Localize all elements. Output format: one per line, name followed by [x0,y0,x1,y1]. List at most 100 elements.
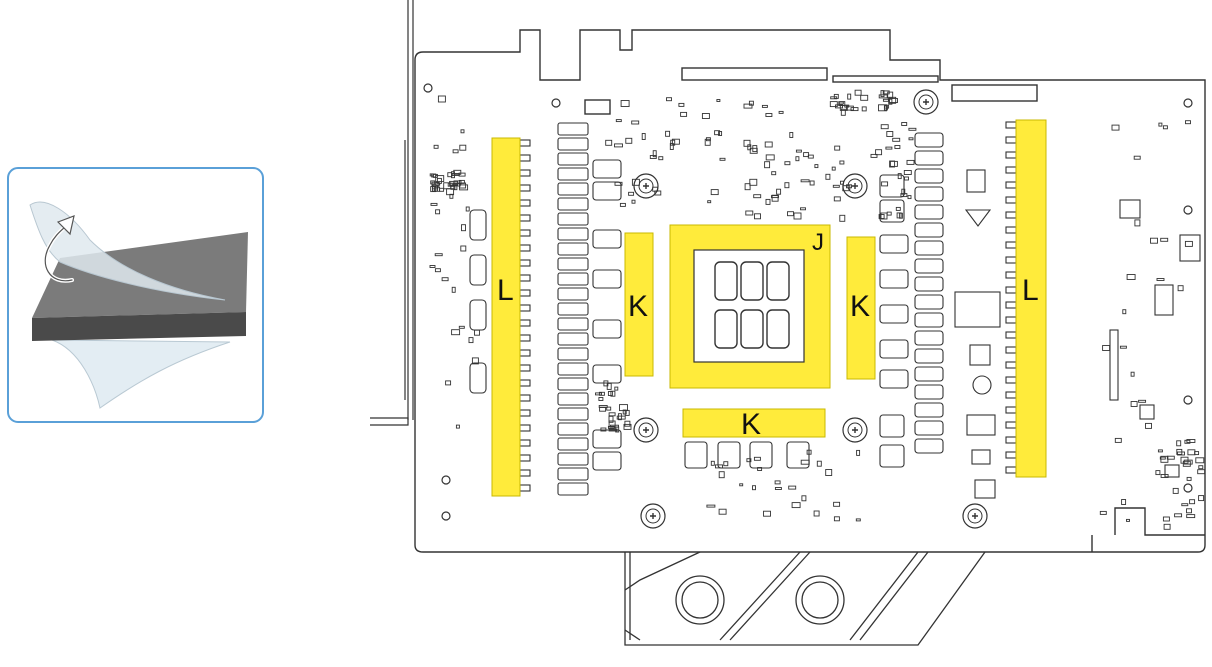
component-chip [519,169,531,177]
smd-part [608,415,614,423]
component-chip [914,168,944,184]
component-chip [969,344,991,366]
component-chip [557,422,589,436]
smd-part [791,502,801,509]
smd-part [468,337,474,344]
component-chip [1005,316,1017,324]
smd-part [901,122,908,126]
smd-part [719,157,726,161]
smd-part [1138,399,1147,403]
component-chip [557,137,589,151]
smd-part [749,147,758,154]
component-chip [914,420,944,436]
component-chip [971,449,991,465]
component-chip [469,209,487,241]
smd-part [806,449,812,455]
component-chip [914,276,944,292]
smd-part [908,137,914,141]
component-chip [519,334,531,342]
component-chip [519,199,531,207]
component-chip [557,317,589,331]
smd-part [870,153,878,158]
smd-part [784,161,791,166]
smd-part [875,149,883,156]
smd-part [1186,476,1192,481]
smd-part [885,146,893,150]
smd-part [718,508,727,515]
smd-part [641,133,646,140]
mounting-hole [1183,98,1193,108]
smd-part [749,178,758,186]
smd-part [894,145,901,149]
smd-part [765,198,771,205]
smd-part [451,286,456,293]
smd-part [616,415,626,420]
component-chip [592,269,622,289]
smd-part [743,103,753,109]
smd-part [436,177,442,184]
pad-label-k-bottom: K [741,408,761,441]
component-chip [1005,361,1017,369]
component-chip [914,366,944,382]
smd-part [793,212,802,220]
smd-part [606,406,612,411]
component-chip [469,299,487,331]
smd-part [437,95,446,103]
smd-part [832,184,840,188]
component-chip [786,441,810,469]
smd-part [625,137,633,144]
smd-part [451,329,461,336]
smd-part [801,495,807,502]
pad-k-left: K [624,232,654,377]
smd-part [460,245,467,252]
component-chip [519,409,531,417]
smd-part [450,185,456,190]
component-chip [914,186,944,202]
component-chip [1109,329,1119,401]
smd-part [458,325,465,329]
smd-part [753,194,762,199]
component-chip [1005,151,1017,159]
component-chip [1005,181,1017,189]
smd-part [628,191,635,196]
component-chip [557,332,589,346]
component-chip [966,414,996,436]
smd-part [747,144,752,151]
smd-part [1158,122,1163,127]
mounting-hole [441,511,451,521]
smd-part [840,108,846,116]
smd-part [595,392,602,396]
smd-part [761,104,768,108]
smd-part [614,181,623,186]
component-chip [557,212,589,226]
smd-part [1174,513,1183,518]
smd-part [1160,474,1169,478]
smd-part [615,119,622,123]
peel-film-inset [7,167,264,423]
smd-part [765,154,775,161]
smd-part [846,184,852,189]
mounting-hole [1183,483,1193,493]
smd-part [834,145,841,151]
smd-part [795,149,802,153]
smd-part [439,187,445,192]
smd-part [904,176,909,181]
smd-part [907,195,912,200]
component-chip [519,139,531,147]
smd-part [1160,237,1169,242]
component-chip [519,259,531,267]
component-chip [1005,226,1017,234]
smd-part [757,467,763,471]
component-chip [1005,301,1017,309]
component-chips [469,121,1201,499]
smd-part [723,461,729,467]
smd-part [880,124,889,130]
smd-part [884,104,890,109]
smd-part [825,469,833,476]
smd-part [631,178,640,186]
smd-part [1126,518,1130,522]
smd-part [452,149,459,154]
smd-part [447,182,453,187]
smd-part [800,459,810,465]
screw-holes [423,83,1193,529]
